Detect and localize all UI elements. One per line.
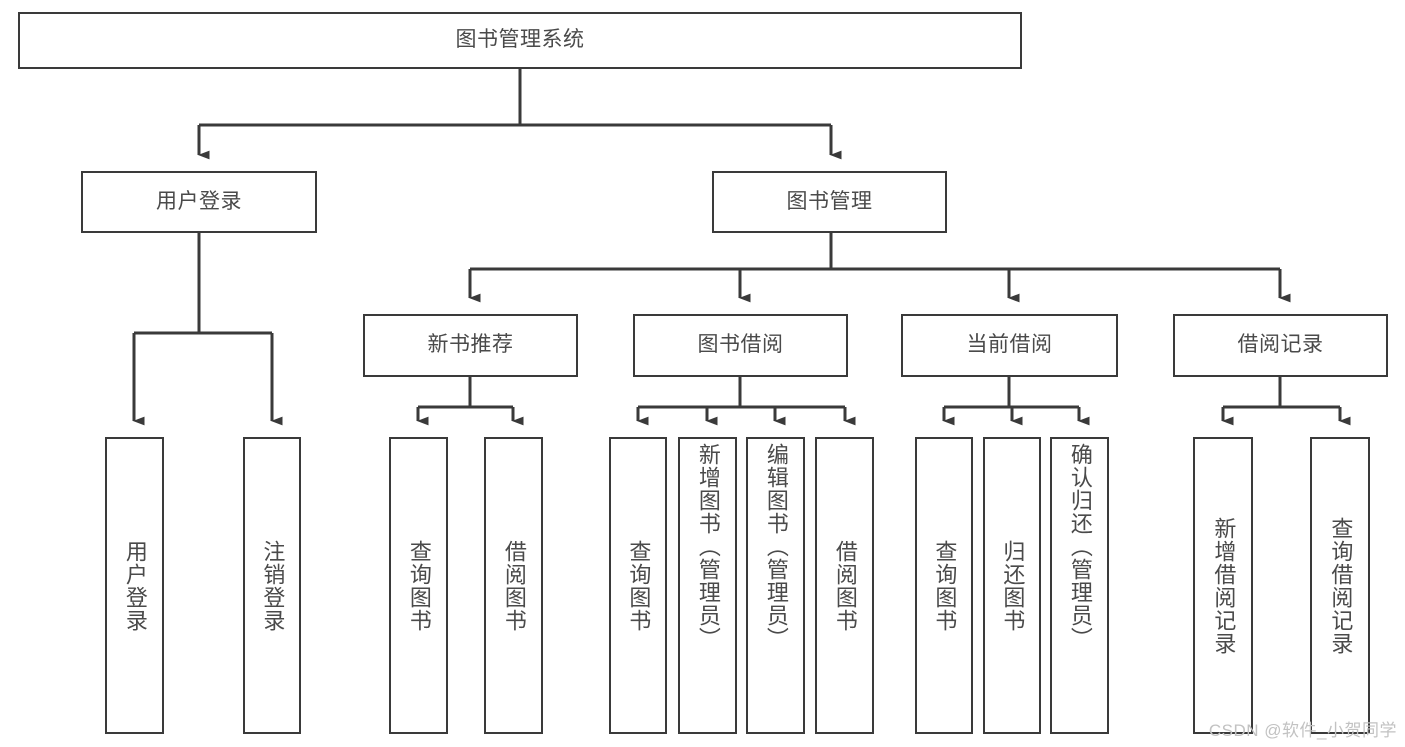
node-leaf-confirm-return-label: 确认归还（管理员） [1067, 443, 1093, 650]
connector-group-new-book-recommend [416, 377, 524, 426]
node-leaf-add-borrow-record[interactable]: 新增借阅记录 [1193, 437, 1253, 734]
connector-group-borrow-record [1221, 377, 1351, 426]
connector-group-root [197, 69, 842, 160]
connector-group-current-borrow [942, 377, 1090, 426]
node-leaf-query-book-current[interactable]: 查询图书 [915, 437, 973, 734]
node-leaf-edit-book[interactable]: 编辑图书（管理员） [746, 437, 805, 734]
node-leaf-borrow-book-recommend-label: 借阅图书 [501, 539, 527, 632]
node-leaf-query-borrow-record-label: 查询借阅记录 [1328, 516, 1354, 655]
node-leaf-borrow-book-recommend[interactable]: 借阅图书 [484, 437, 543, 734]
node-leaf-borrow-book[interactable]: 借阅图书 [815, 437, 874, 734]
node-leaf-user-logout[interactable]: 注销登录 [243, 437, 301, 734]
node-current-borrow[interactable]: 当前借阅 [901, 314, 1118, 377]
node-user-login-label: 用户登录 [156, 189, 242, 213]
node-borrow-record[interactable]: 借阅记录 [1173, 314, 1388, 377]
node-leaf-return-book-label: 归还图书 [1000, 539, 1026, 632]
node-book-borrow[interactable]: 图书借阅 [633, 314, 848, 377]
node-leaf-add-borrow-record-label: 新增借阅记录 [1211, 516, 1237, 655]
node-leaf-borrow-book-label: 借阅图书 [832, 539, 858, 632]
node-leaf-confirm-return[interactable]: 确认归还（管理员） [1050, 437, 1109, 734]
node-leaf-query-borrow-record[interactable]: 查询借阅记录 [1310, 437, 1370, 734]
node-leaf-return-book[interactable]: 归还图书 [983, 437, 1041, 734]
node-root[interactable]: 图书管理系统 [18, 12, 1022, 69]
node-leaf-add-book-label: 新增图书（管理员） [695, 443, 721, 650]
node-leaf-query-book-recommend-label: 查询图书 [406, 539, 432, 632]
node-leaf-query-book-borrow[interactable]: 查询图书 [609, 437, 667, 734]
node-leaf-query-book-borrow-label: 查询图书 [626, 539, 652, 632]
node-leaf-user-login[interactable]: 用户登录 [105, 437, 164, 734]
node-root-label: 图书管理系统 [455, 28, 585, 52]
node-leaf-user-logout-label: 注销登录 [260, 539, 286, 632]
node-borrow-record-label: 借阅记录 [1237, 333, 1324, 357]
node-book-borrow-label: 图书借阅 [697, 333, 784, 357]
connector-group-book-manage [468, 233, 1291, 303]
node-book-manage[interactable]: 图书管理 [712, 171, 947, 233]
connector-group-book-borrow [636, 377, 856, 426]
node-book-manage-label: 图书管理 [786, 189, 873, 213]
node-new-book-recommend[interactable]: 新书推荐 [363, 314, 578, 377]
node-leaf-edit-book-label: 编辑图书（管理员） [763, 443, 789, 650]
node-leaf-query-book-current-label: 查询图书 [932, 539, 958, 632]
node-user-login[interactable]: 用户登录 [81, 171, 317, 233]
connector-group-user-login [132, 233, 283, 426]
node-leaf-query-book-recommend[interactable]: 查询图书 [389, 437, 448, 734]
node-leaf-user-login-label: 用户登录 [122, 539, 148, 632]
node-leaf-add-book[interactable]: 新增图书（管理员） [678, 437, 737, 734]
node-current-borrow-label: 当前借阅 [966, 333, 1053, 357]
node-new-book-recommend-label: 新书推荐 [427, 333, 514, 357]
